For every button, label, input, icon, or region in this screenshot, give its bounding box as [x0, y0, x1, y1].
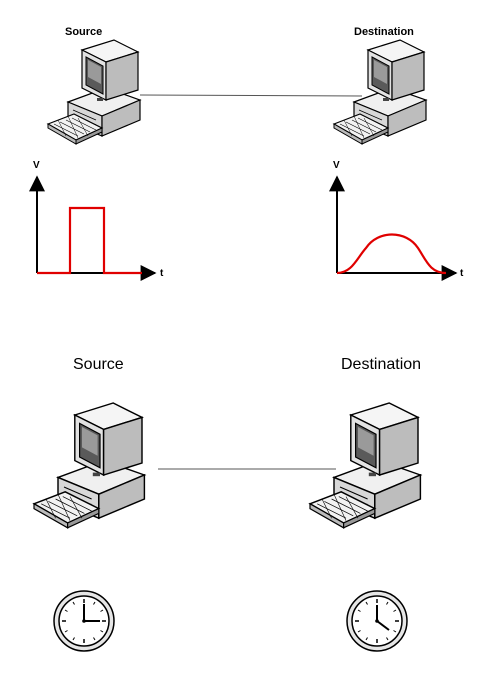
source-plot-x-label: t	[160, 268, 164, 279]
bottom-source-computer-icon	[33, 402, 146, 529]
source-plot-y-label: V	[33, 160, 40, 171]
source-square-pulse	[37, 206, 142, 275]
source-clock-icon	[53, 590, 115, 652]
destination-clock-minute-hand	[376, 620, 390, 631]
top-source-computer-icon	[47, 39, 141, 145]
destination-plot-y-label: V	[333, 160, 340, 171]
destination-voltage-plot: V t	[329, 160, 464, 281]
destination-plot-x-label: t	[460, 268, 464, 279]
top-destination-label: Destination	[354, 26, 414, 38]
source-voltage-plot: V t	[29, 160, 164, 281]
destination-rounded-pulse	[336, 233, 447, 275]
top-destination-computer-icon	[333, 39, 427, 145]
bottom-source-label: Source	[73, 356, 124, 373]
top-source-label: Source	[65, 26, 103, 38]
top-network-link	[139, 94, 363, 97]
bottom-destination-label: Destination	[341, 356, 422, 373]
destination-clock-icon	[346, 590, 408, 652]
bottom-destination-computer-icon	[309, 402, 422, 529]
